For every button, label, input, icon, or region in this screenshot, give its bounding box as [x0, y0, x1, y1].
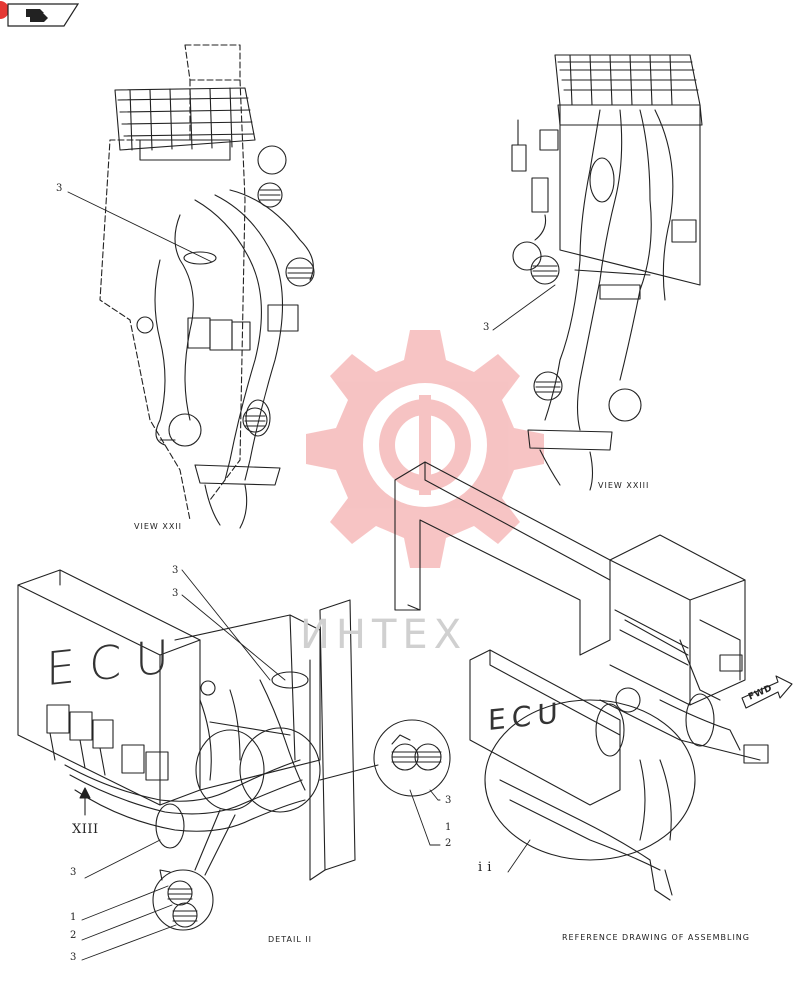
callout-2-circle: 2 [445, 838, 452, 849]
callout-ii-reference: i i [478, 860, 492, 875]
callout-3-view23: 3 [483, 322, 490, 333]
callout-3-circle: 3 [445, 795, 452, 806]
view-xxii-caption: VIEW XXII [134, 522, 183, 531]
detail-ii-drawing [17, 569, 451, 961]
nav-accent-dot [0, 1, 9, 19]
callout-3-detail-top1: 3 [172, 565, 179, 576]
callout-3-detail-clamp: 3 [70, 952, 77, 963]
callout-2-detail: 2 [70, 930, 77, 941]
detail-ii-caption: DETAIL II [268, 935, 313, 944]
view-xxiii-caption: VIEW XXIII [598, 481, 650, 490]
reference-drawing [394, 461, 793, 901]
nav-back-button[interactable] [0, 0, 80, 30]
arrow-xiii-label: XIII [72, 822, 99, 837]
view-xxii-drawing [67, 44, 315, 529]
callout-3-detail-top2: 3 [172, 588, 179, 599]
view-xxiii-drawing [492, 54, 703, 491]
watermark-text: ИНТЕХ [300, 612, 468, 658]
reference-drawing-caption: REFERENCE DRAWING OF ASSEMBLING [562, 933, 750, 942]
callout-1-detail: 1 [70, 912, 77, 923]
callout-1-circle: 1 [445, 822, 452, 833]
watermark-gear-logo [306, 330, 544, 568]
callout-3-view22: 3 [56, 183, 63, 194]
callout-3-detail-harness: 3 [70, 867, 77, 878]
arrow-stack-icon [26, 9, 48, 22]
